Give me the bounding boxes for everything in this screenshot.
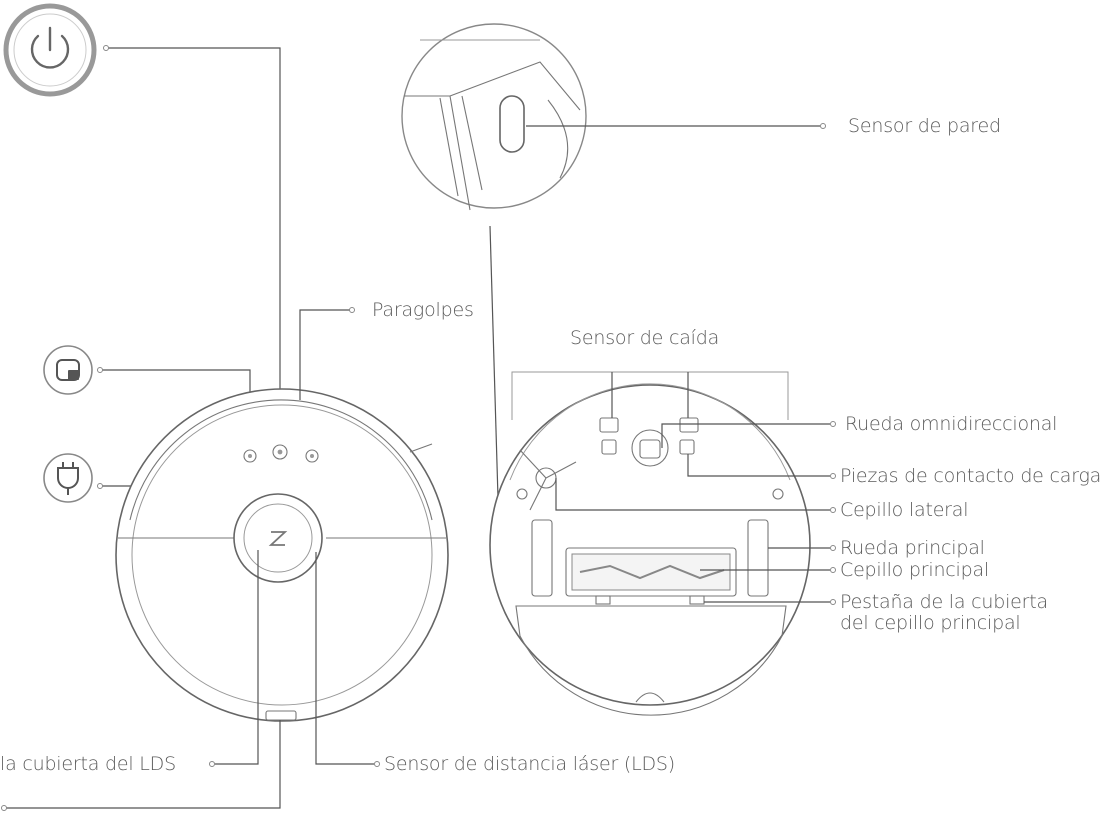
power-icon: [3, 3, 97, 97]
label-brush-cover-tab-line2: del cepillo principal: [840, 612, 1021, 634]
label-main-wheel: Rueda principal: [840, 537, 985, 559]
label-charging-contacts: Piezas de contacto de carga: [840, 465, 1102, 487]
label-cliff-sensor: Sensor de caída: [570, 327, 720, 349]
label-lds: Sensor de distancia láser (LDS): [384, 753, 675, 775]
plug-icon: [43, 453, 93, 503]
spot-clean-icon: [43, 345, 93, 395]
label-wall-sensor: Sensor de pared: [848, 115, 1001, 137]
label-bumper: Paragolpes: [372, 299, 474, 321]
bottom-view: [401, 23, 836, 716]
label-lds-cover: la cubierta del LDS: [0, 753, 176, 775]
robot-top-body: [115, 388, 449, 722]
top-view: [1, 3, 449, 811]
z-logo-icon: [268, 531, 288, 546]
label-brush-cover-tab-line1: Pestaña de la cubierta: [840, 591, 1048, 613]
label-main-brush: Cepillo principal: [840, 559, 990, 581]
label-side-brush: Cepillo lateral: [840, 499, 969, 521]
label-omni-wheel: Rueda omnidireccional: [845, 413, 1058, 435]
robot-bottom-body: [489, 383, 811, 716]
wall-sensor-detail: [401, 23, 587, 211]
